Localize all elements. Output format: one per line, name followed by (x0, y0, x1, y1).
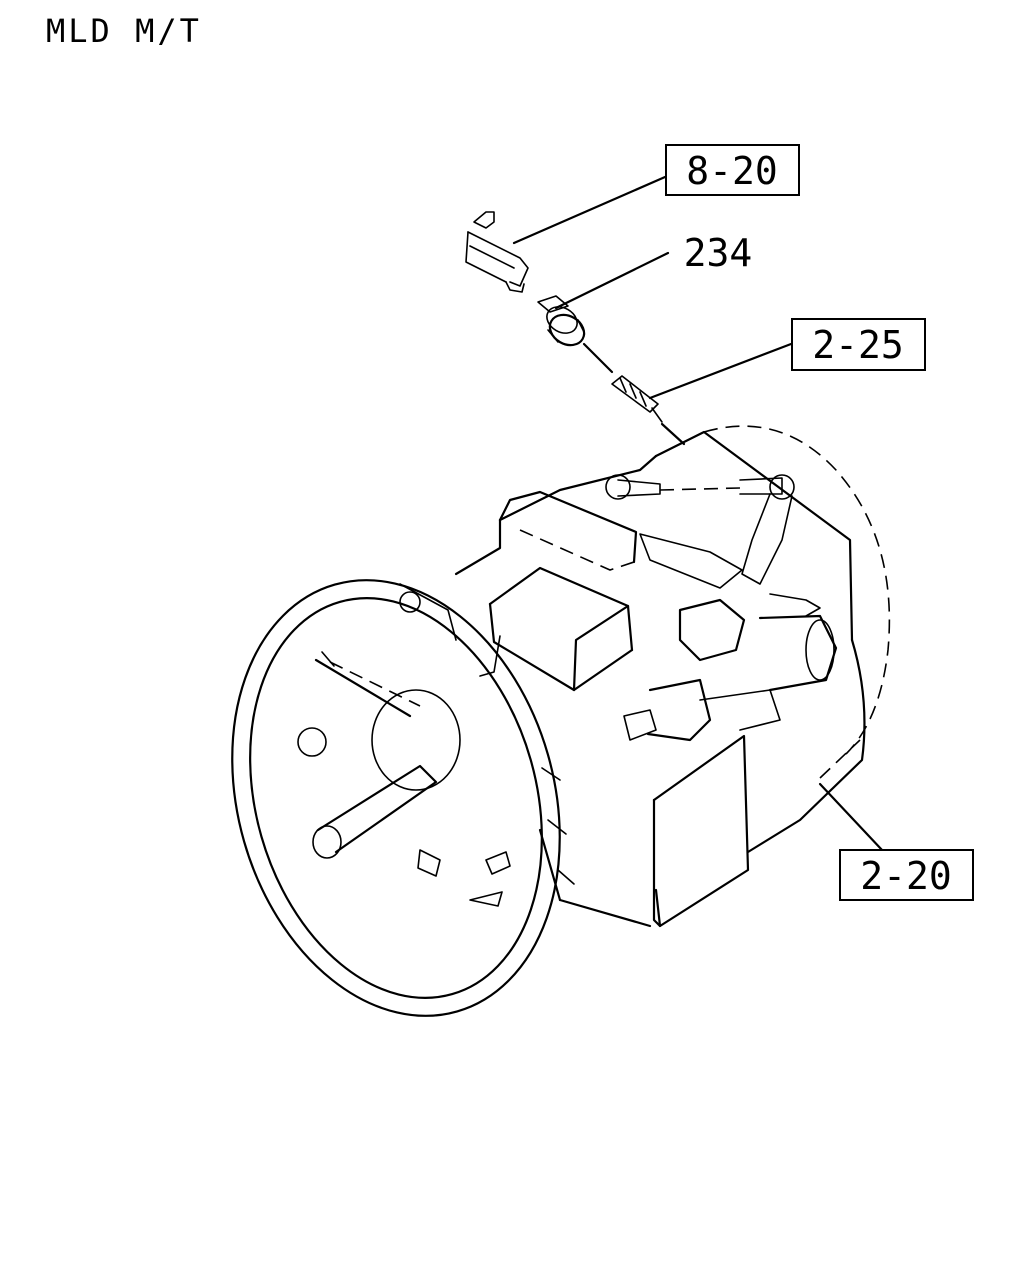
callout-label-2-20: 2-20 (860, 854, 952, 898)
callout-box-2-25[interactable] (791, 318, 926, 371)
leader-line-8-20 (512, 175, 667, 245)
callout-box-2-20[interactable] (839, 849, 974, 901)
callout-box-8-20[interactable] (665, 144, 800, 196)
callout-label-2-25: 2-25 (812, 323, 904, 367)
connector-line-lower (660, 422, 686, 446)
leader-line-234 (554, 251, 670, 310)
leader-line-2-20 (818, 782, 884, 852)
switch-part (537, 295, 586, 347)
callout-label-234: 234 (684, 231, 753, 275)
harness-bracket-part (465, 211, 529, 293)
diagram-title: MLD M/T (46, 12, 202, 50)
leader-line-2-25 (648, 342, 793, 400)
transmission-assembly (231, 425, 891, 1017)
callout-label-8-20: 8-20 (686, 149, 778, 193)
connector-line (582, 342, 614, 374)
sensor-part (611, 375, 663, 423)
